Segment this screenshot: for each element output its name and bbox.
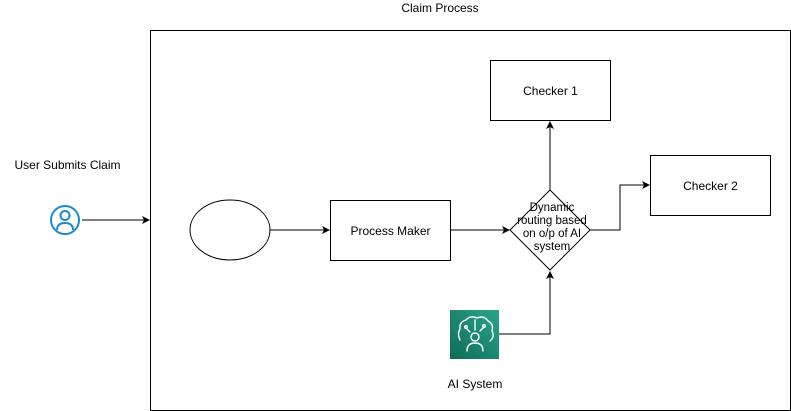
decision-label: Dynamic routing based on o/p of AI syste… [517, 202, 587, 253]
ai-system-label: AI System [447, 377, 503, 391]
arrow-ai-to-decision [499, 271, 554, 335]
checker-1-label: Checker 1 [523, 83, 578, 98]
ai-brain-icon [450, 310, 499, 359]
checker-2-box [650, 155, 771, 216]
user-circle-icon [50, 205, 80, 235]
container-title: Claim Process [401, 1, 479, 15]
checker-2-label: Checker 2 [683, 178, 738, 193]
user-label: User Submits Claim [14, 158, 121, 172]
start-node [189, 199, 271, 261]
checker-1-box [490, 60, 611, 121]
decision-diamond [509, 189, 591, 271]
process-maker-box [330, 200, 451, 261]
arrow-decision-to-checker-2 [590, 181, 650, 231]
process-maker-label: Process Maker [350, 223, 431, 238]
